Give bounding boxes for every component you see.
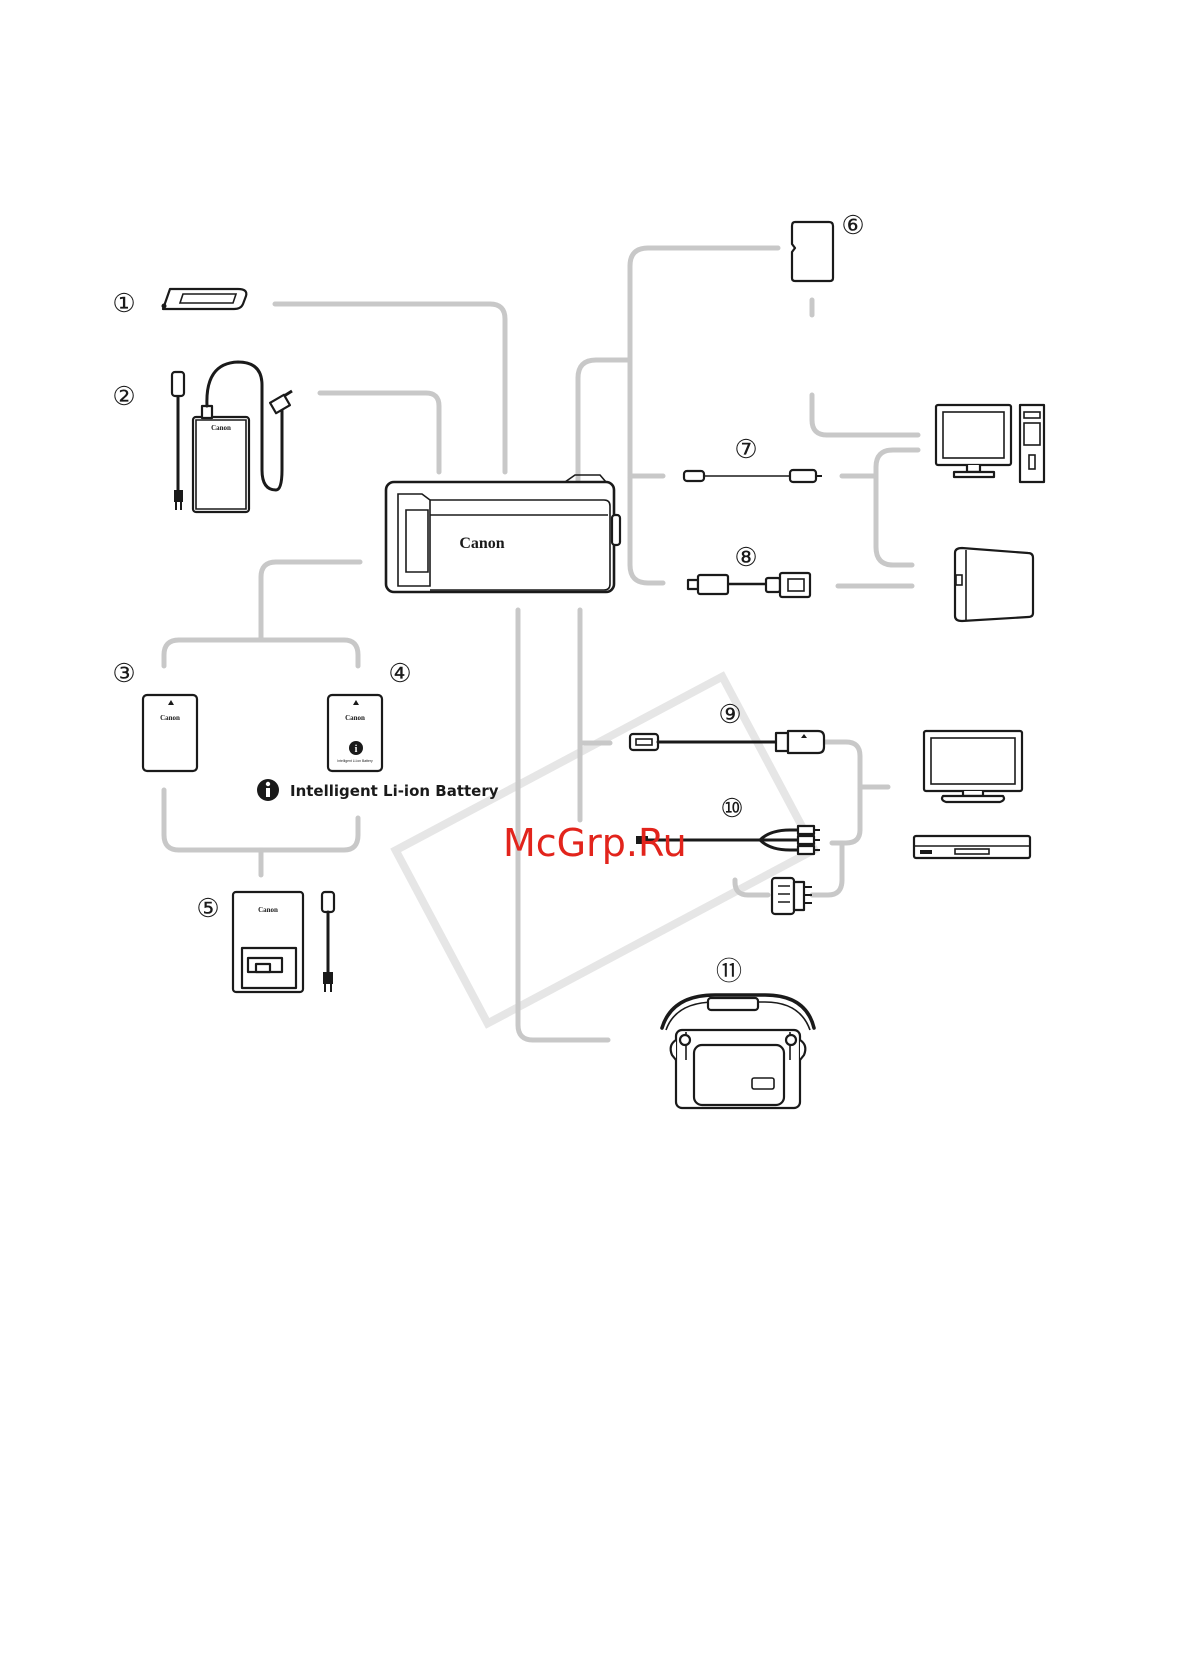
svg-text:Intelligent Li-ion Battery: Intelligent Li-ion Battery — [290, 782, 499, 800]
svg-text:⑨: ⑨ — [718, 699, 741, 729]
callout-2: ② — [112, 381, 135, 411]
printer-icon — [955, 548, 1033, 621]
svg-text:⑩: ⑩ — [720, 793, 743, 823]
callout-11: ⑪ — [716, 956, 742, 986]
svg-text:Canon: Canon — [160, 714, 180, 722]
watermark-text: McGrp.Ru — [503, 821, 687, 865]
sd-card-icon — [792, 222, 833, 281]
svg-text:⑦: ⑦ — [734, 434, 757, 464]
callout-7: ⑦ — [734, 434, 757, 464]
usb-cable-7-icon — [684, 470, 822, 482]
svg-text:③: ③ — [112, 658, 135, 688]
svg-text:Canon: Canon — [258, 906, 278, 914]
svg-text:⑧: ⑧ — [734, 542, 757, 572]
svg-text:②: ② — [112, 381, 135, 411]
svg-text:Canon: Canon — [211, 424, 231, 432]
callout-4: ④ — [388, 658, 411, 688]
soft-case-bag-icon — [662, 995, 814, 1108]
intelligent-battery-label: Intelligent Li-ion Battery — [257, 779, 499, 801]
svg-text:Canon: Canon — [459, 535, 504, 552]
svg-text:⑥: ⑥ — [841, 210, 864, 240]
svg-text:⑤: ⑤ — [196, 893, 219, 923]
callout-6: ⑥ — [841, 210, 864, 240]
callout-1: ① — [112, 288, 135, 318]
video-recorder-icon — [914, 836, 1030, 858]
svg-text:⑪: ⑪ — [716, 956, 742, 986]
television-icon — [924, 731, 1022, 802]
scart-adapter-icon — [772, 878, 812, 914]
info-i-icon — [257, 779, 279, 801]
callout-8: ⑧ — [734, 542, 757, 572]
callout-3: ③ — [112, 658, 135, 688]
callout-9: ⑨ — [718, 699, 741, 729]
svg-text:④: ④ — [388, 658, 411, 688]
callout-5: ⑤ — [196, 893, 219, 923]
svg-text:Canon: Canon — [345, 714, 365, 722]
accessory-1-icon — [162, 289, 247, 309]
svg-text:i: i — [355, 744, 358, 755]
power-adapter-icon: Canon — [172, 362, 292, 512]
battery-pack-3-icon: Canon — [143, 695, 197, 771]
camcorder-icon: Canon — [386, 475, 620, 592]
computer-icon — [936, 405, 1044, 482]
callout-10: ⑩ — [720, 793, 743, 823]
battery-pack-4-icon: Canon i Intelligent Li-ion Battery — [328, 695, 382, 771]
svg-text:Intelligent Li-ion Battery: Intelligent Li-ion Battery — [337, 759, 373, 763]
hdmi-cable-9-icon — [630, 731, 824, 753]
battery-charger-icon: Canon — [233, 892, 334, 992]
usb-adapter-cable-8-icon — [688, 573, 810, 597]
svg-text:①: ① — [112, 288, 135, 318]
